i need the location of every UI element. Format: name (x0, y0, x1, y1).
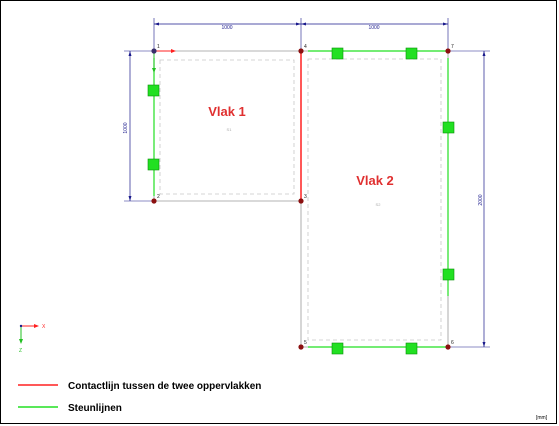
support-lines (153, 50, 449, 348)
node-3[interactable] (298, 198, 304, 204)
global-axis-icon: X Z (19, 324, 46, 354)
legend: Contactlijn tussen de twee oppervlakken … (18, 381, 261, 414)
dim-text-top-left: 1000 (221, 25, 232, 31)
support-symbol[interactable] (147, 158, 160, 171)
surface-label-vlak-1: Vlak 1 (208, 104, 246, 119)
support-symbol[interactable] (405, 342, 418, 355)
node-label: 4 (304, 44, 307, 50)
legend-label-support: Steunlijnen (68, 403, 122, 414)
axis-x-label: X (42, 324, 46, 330)
support-symbol[interactable] (442, 268, 455, 281)
node-label: 6 (451, 340, 454, 346)
node-1[interactable] (151, 48, 157, 54)
legend-label-contact: Contactlijn tussen de twee oppervlakken (68, 381, 261, 392)
node-7[interactable] (445, 48, 451, 54)
node-label: 3 (304, 194, 307, 200)
dim-text-right: 2000 (478, 194, 484, 205)
surface-vlak-2[interactable] (300, 50, 449, 348)
local-axis-node-1 (152, 49, 176, 73)
node-5[interactable] (298, 344, 304, 350)
surface-label-vlak-2: Vlak 2 (356, 173, 394, 188)
support-symbols (147, 47, 455, 355)
dim-text-left: 1000 (123, 122, 129, 133)
surface-vlak-1[interactable] (153, 50, 302, 202)
support-symbol[interactable] (147, 84, 160, 97)
node-label: 1 (157, 44, 160, 50)
support-symbol[interactable] (331, 342, 344, 355)
node-2[interactable] (151, 198, 157, 204)
dimension-top-right: 1000 (301, 18, 449, 50)
unit-label: [mm] (536, 415, 548, 421)
support-symbol[interactable] (405, 47, 418, 60)
dimension-right: 2000 (448, 50, 490, 348)
node-6[interactable] (445, 344, 451, 350)
nodes (151, 48, 451, 350)
dimension-top-left: 1000 (153, 18, 302, 50)
node-label: 7 (451, 44, 454, 50)
node-label: 5 (304, 340, 307, 346)
surface-sub-vlak-1: S1 (227, 127, 233, 132)
support-symbol[interactable] (331, 47, 344, 60)
support-symbol[interactable] (442, 121, 455, 134)
node-label: 2 (157, 194, 160, 200)
surface-sub-vlak-2: S2 (376, 202, 382, 207)
node-labels: 1 2 3 4 5 6 7 (157, 44, 454, 346)
axis-z-label: Z (19, 348, 22, 354)
node-4[interactable] (298, 48, 304, 54)
dimension-left: 1000 (123, 50, 154, 202)
dim-text-top-right: 1000 (368, 25, 379, 31)
